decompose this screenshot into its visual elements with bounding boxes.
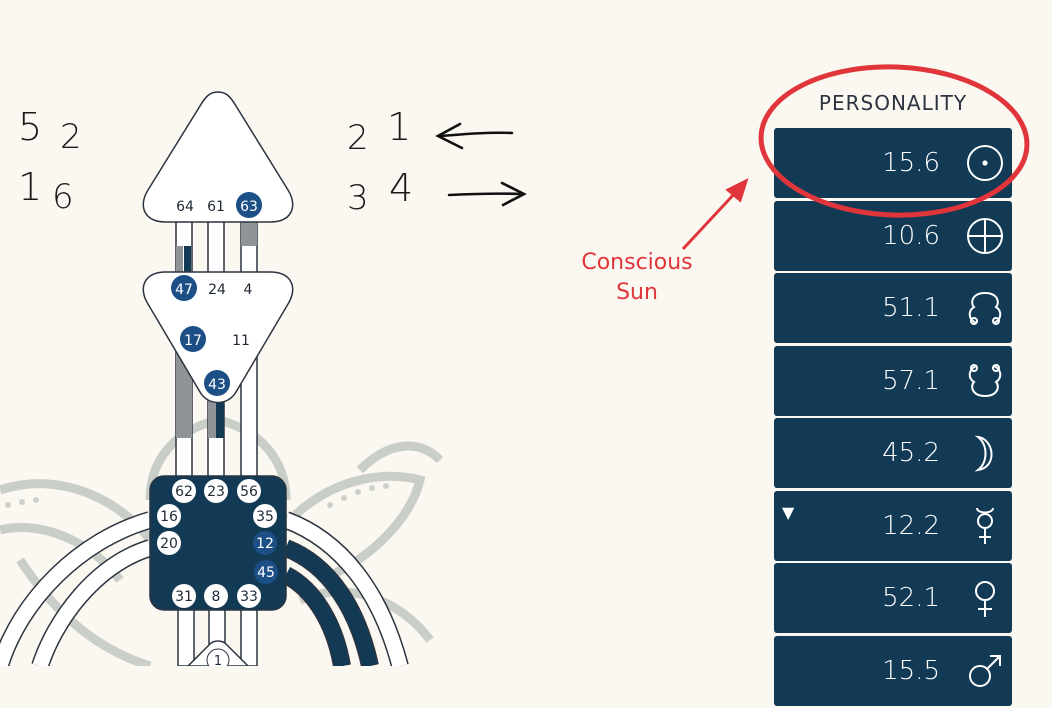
personality-row-mercury[interactable]: ▼ 12.2 bbox=[774, 490, 1012, 561]
gate-47: 47 bbox=[175, 282, 193, 298]
venus-value: 52.1 bbox=[882, 583, 940, 613]
moon-value: 45.2 bbox=[882, 438, 940, 468]
gate-43: 43 bbox=[208, 377, 226, 393]
gate-17: 17 bbox=[184, 333, 202, 349]
throat-center bbox=[149, 475, 287, 611]
gate-24: 24 bbox=[208, 282, 226, 298]
mercury-icon bbox=[976, 507, 994, 544]
personality-row-venus[interactable]: 52.1 bbox=[774, 563, 1012, 633]
left-arrow-icon bbox=[435, 122, 514, 150]
gate-63: 63 bbox=[240, 199, 258, 215]
gate-4: 4 bbox=[244, 282, 253, 298]
mercury-value: 12.2 bbox=[882, 510, 940, 541]
gate-11: 11 bbox=[232, 333, 250, 349]
venus-icon bbox=[975, 581, 995, 617]
personality-row-north-node[interactable]: 51.1 bbox=[774, 273, 1012, 343]
gate-12: 12 bbox=[256, 536, 274, 552]
number-5: 5 bbox=[18, 105, 43, 149]
gate-1: 1 bbox=[214, 654, 222, 666]
north-node-icon bbox=[968, 291, 1002, 325]
ajna-center bbox=[142, 271, 294, 404]
south-node-icon bbox=[968, 363, 1002, 397]
throat-arcs bbox=[0, 511, 409, 666]
number-2-mid: 2 bbox=[347, 118, 369, 158]
personality-row-moon[interactable]: 45.2 bbox=[774, 418, 1012, 488]
mars-value: 15.5 bbox=[882, 655, 940, 686]
gate-8: 8 bbox=[212, 589, 221, 605]
gate-64: 64 bbox=[176, 199, 194, 215]
head-center bbox=[142, 91, 294, 223]
number-1: 1 bbox=[18, 165, 43, 209]
sun-icon bbox=[967, 145, 1003, 181]
annotation-line-2: Sun bbox=[616, 280, 658, 305]
gate-62: 62 bbox=[175, 484, 193, 500]
expand-marker-icon[interactable]: ▼ bbox=[782, 502, 795, 522]
channels-head-ajna bbox=[175, 217, 258, 281]
gate-23: 23 bbox=[207, 484, 225, 500]
personality-row-earth[interactable]: 10.6 bbox=[774, 200, 1012, 271]
gate-61: 61 bbox=[207, 199, 225, 215]
number-2: 2 bbox=[60, 117, 82, 157]
south-node-value: 57.1 bbox=[882, 365, 940, 396]
earth-icon bbox=[967, 217, 1003, 254]
right-arrow-icon bbox=[447, 181, 527, 207]
moon-icon bbox=[974, 435, 993, 472]
north-node-value: 51.1 bbox=[882, 293, 940, 323]
annotation-arrow-icon bbox=[681, 178, 749, 251]
gate-56: 56 bbox=[240, 484, 258, 500]
gate-20: 20 bbox=[160, 536, 178, 552]
number-6: 6 bbox=[52, 177, 74, 217]
gate-33: 33 bbox=[240, 589, 258, 605]
sun-value: 15.6 bbox=[882, 148, 940, 178]
personality-row-south-node[interactable]: 57.1 bbox=[774, 345, 1012, 416]
gate-35: 35 bbox=[256, 509, 274, 525]
number-4-mid: 4 bbox=[389, 166, 414, 210]
number-3-mid: 3 bbox=[347, 178, 369, 218]
mars-icon bbox=[969, 654, 1001, 687]
gate-31: 31 bbox=[175, 589, 193, 605]
personality-row-sun[interactable]: 15.6 bbox=[774, 128, 1012, 198]
number-1-mid: 1 bbox=[387, 105, 412, 149]
earth-value: 10.6 bbox=[882, 220, 940, 251]
gate-45: 45 bbox=[257, 565, 275, 581]
conscious-sun-annotation: Conscious Sun bbox=[574, 248, 700, 308]
personality-row-mars[interactable]: 15.5 bbox=[774, 635, 1012, 706]
bodygraph: 64 61 63 47 24 4 17 11 43 bbox=[0, 91, 749, 666]
personality-title: PERSONALITY bbox=[818, 91, 968, 115]
gate-16: 16 bbox=[160, 509, 178, 525]
annotation-line-1: Conscious bbox=[581, 250, 693, 275]
personality-panel: PERSONALITY 15.6 10.6 51.1 57.1 bbox=[774, 88, 1012, 708]
